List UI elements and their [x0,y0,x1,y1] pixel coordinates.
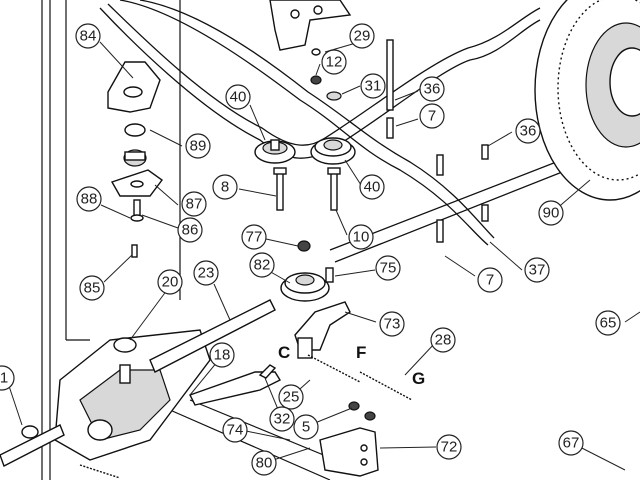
svg-text:86: 86 [182,222,199,239]
svg-text:32: 32 [274,411,291,428]
rear-tire [534,0,640,201]
svg-text:18: 18 [214,347,231,364]
callout-87: 87 [181,191,207,217]
svg-text:85: 85 [84,280,101,297]
callout-37: 37 [524,257,550,283]
svg-text:88: 88 [81,191,98,208]
callout-77: 77 [241,224,267,250]
svg-text:7: 7 [428,108,436,125]
callout-1: 1 [0,365,15,391]
spring-label-c: C [278,343,290,362]
svg-text:8: 8 [221,179,229,196]
callout-86: 86 [177,217,203,243]
spring-label-g: G [412,369,425,388]
svg-text:28: 28 [435,332,452,349]
callout-67: 67 [558,430,584,456]
callout-73: 73 [379,311,405,337]
bracket-72 [319,427,379,477]
spring-letter-labels: C F G [278,343,425,388]
callout-25: 25 [278,384,304,410]
svg-text:84: 84 [80,28,97,45]
svg-text:87: 87 [186,196,203,213]
callout-74: 74 [222,417,248,443]
idler-pulley-left [254,139,296,164]
svg-text:90: 90 [543,205,560,222]
callout-75: 75 [375,255,401,281]
callout-12: 12 [321,49,347,75]
svg-text:72: 72 [441,439,458,456]
hardware-bolts [131,39,489,421]
svg-text:23: 23 [198,265,215,282]
top-bracket [269,0,352,51]
svg-text:1: 1 [0,370,8,387]
svg-text:40: 40 [364,179,381,196]
bracket-87 [110,169,163,197]
svg-text:37: 37 [529,262,546,279]
callout-85: 85 [79,275,105,301]
callout-80: 80 [251,450,277,476]
svg-text:36: 36 [520,123,537,140]
callout-90: 90 [538,200,564,226]
spacer-89 [123,123,147,167]
callout-7-bottom: 7 [477,267,503,293]
svg-text:74: 74 [227,422,244,439]
callout-72: 72 [436,434,462,460]
svg-text:12: 12 [326,54,343,71]
svg-text:7: 7 [486,272,494,289]
idler-bracket-73 [294,301,351,359]
callout-28: 28 [430,327,456,353]
shift-linkage [189,364,282,406]
svg-text:67: 67 [563,435,580,452]
svg-text:40: 40 [230,89,247,106]
callout-7-top: 7 [419,103,445,129]
svg-text:36: 36 [424,81,441,98]
callout-88: 88 [76,186,102,212]
idler-pulley-right [310,137,356,165]
callout-5: 5 [293,414,319,440]
svg-text:80: 80 [256,455,273,472]
callout-8: 8 [212,174,238,200]
callout-40-right: 40 [359,174,385,200]
lower-spring [79,464,121,479]
callout-32: 32 [269,406,295,432]
bracket-84 [107,61,161,113]
svg-text:77: 77 [246,229,263,246]
svg-text:82: 82 [254,257,271,274]
callout-36-left: 36 [419,76,445,102]
svg-text:29: 29 [354,28,371,45]
callout-29: 29 [349,23,375,49]
svg-text:20: 20 [162,274,179,291]
callout-36-right: 36 [515,118,541,144]
callout-40-left: 40 [225,84,251,110]
svg-text:31: 31 [365,78,382,95]
callout-65: 65 [595,310,621,336]
svg-text:10: 10 [353,229,370,246]
svg-text:65: 65 [600,315,617,332]
callout-20: 20 [157,269,183,295]
callout-18: 18 [209,342,235,368]
callout-89: 89 [185,133,211,159]
svg-text:73: 73 [384,316,401,333]
transaxle-assembly [0,299,276,467]
svg-text:89: 89 [190,138,207,155]
pulley-82 [280,272,330,302]
callout-10: 10 [348,224,374,250]
svg-text:25: 25 [283,389,300,406]
bolt-86 [130,199,144,222]
spring-label-f: F [356,343,366,362]
svg-text:5: 5 [302,419,310,436]
frame-lines [41,0,361,480]
spring-25 [307,354,361,383]
callout-23: 23 [193,260,219,286]
svg-text:75: 75 [380,260,397,277]
callout-84: 84 [75,23,101,49]
callout-82: 82 [249,252,275,278]
callout-31: 31 [360,73,386,99]
spring-28 [359,371,413,401]
